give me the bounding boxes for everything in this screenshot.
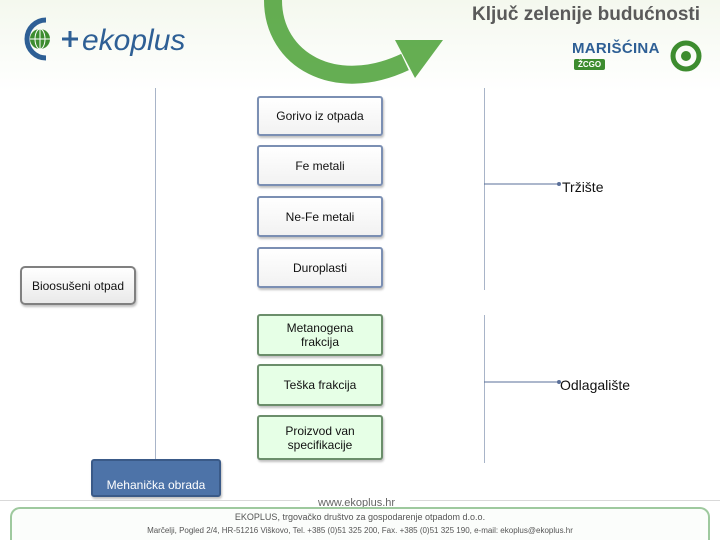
destination-market: Tržište bbox=[562, 179, 604, 195]
ekoplus-logo: ekoplus bbox=[24, 17, 185, 61]
fraction-box-nonfe-metals: Ne-Fe metali bbox=[257, 196, 383, 237]
footer-divider-left bbox=[0, 500, 300, 501]
brand-logo: MARIŠĆINA ŽCGO bbox=[570, 36, 710, 80]
market-connector bbox=[484, 182, 561, 186]
brand-ring-icon bbox=[670, 40, 702, 72]
destination-landfill: Odlagalište bbox=[560, 377, 631, 393]
footer-panel: EKOPLUS, trgovačko društvo za gospodaren… bbox=[10, 507, 710, 540]
brand-sub: ŽCGO bbox=[574, 59, 606, 70]
input-box-mechanical-treatment: Mehanička obrada bbox=[91, 459, 221, 497]
fraction-box-heavy: Teška frakcija bbox=[257, 364, 383, 406]
footer-company: EKOPLUS, trgovačko društvo za gospodaren… bbox=[234, 512, 486, 522]
footer-divider-right bbox=[410, 500, 720, 501]
fraction-box-duroplasts: Duroplasti bbox=[257, 247, 383, 288]
landfill-connector bbox=[484, 380, 561, 384]
logo-wordmark: ekoplus bbox=[82, 24, 185, 57]
landfill-vertical-line bbox=[484, 315, 485, 463]
input-box-biodried-waste: Bioosušeni otpad bbox=[20, 266, 136, 305]
fraction-box-fe-metals: Fe metali bbox=[257, 145, 383, 186]
left-vertical-line bbox=[155, 88, 156, 463]
brand-name: MARIŠĆINA bbox=[572, 40, 660, 57]
fraction-box-off-spec: Proizvod van specifikacije bbox=[257, 415, 383, 460]
header-title: Ključ zelenije budućnosti bbox=[472, 4, 701, 25]
fraction-box-rdf: Gorivo iz otpada bbox=[257, 96, 383, 136]
green-arrow-arc bbox=[264, 0, 443, 84]
footer-address: Marčelji, Pogled 2/4, HR-51216 Viškovo, … bbox=[147, 526, 573, 535]
footer-website: www.ekoplus.hr bbox=[318, 497, 396, 509]
market-vertical-line bbox=[484, 88, 485, 290]
fraction-box-methanogenic: Metanogena frakcija bbox=[257, 314, 383, 356]
